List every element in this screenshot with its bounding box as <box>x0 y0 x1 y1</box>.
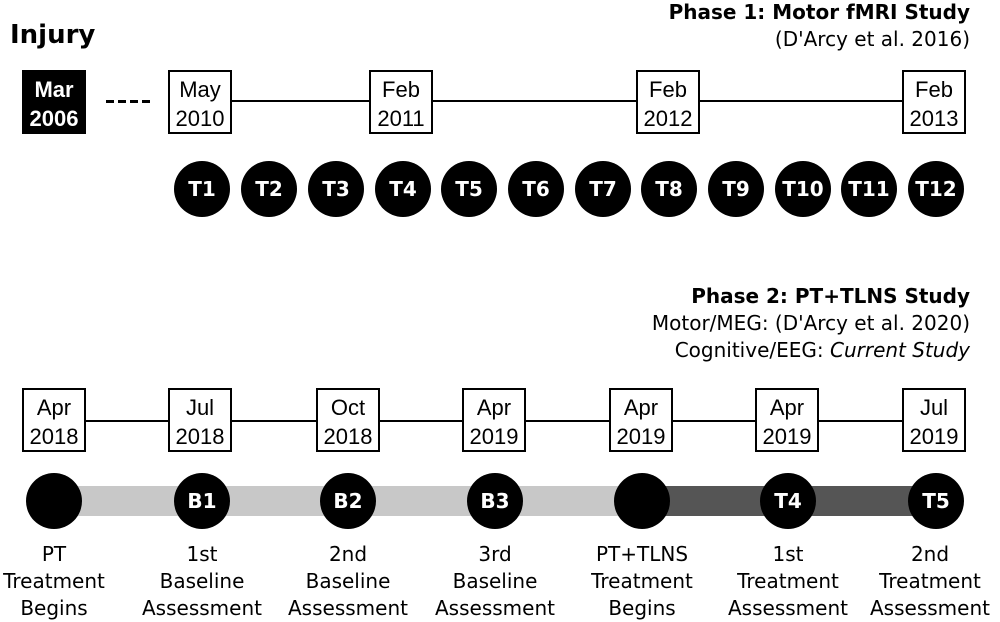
timepoint-circle: T6 <box>508 161 564 217</box>
phase2-date-box: Jul 2018 <box>168 388 232 452</box>
timepoint-circle: T10 <box>775 161 831 217</box>
phase1-date-month: Feb <box>382 77 420 102</box>
phase2-date-year: 2019 <box>469 424 519 449</box>
phase2-date-box: Apr 2019 <box>609 388 673 452</box>
ellipsis-dashes <box>106 100 152 103</box>
phase2-date-box: Oct 2018 <box>316 388 380 452</box>
timepoint-circle: T1 <box>174 161 230 217</box>
phase1-date-box: Feb 2012 <box>636 70 700 134</box>
label-line: Baseline <box>452 569 538 593</box>
phase2-marker: B1 <box>174 473 230 529</box>
phase2-date-month: Jul <box>919 395 949 420</box>
phase2-milestone-label: 1st Baseline Assessment <box>132 541 272 622</box>
phase1-date-year: 2010 <box>175 106 225 131</box>
phase2-date-month: Apr <box>623 395 659 420</box>
phase1-date-month: May <box>179 77 221 102</box>
label-line: PT <box>41 542 67 566</box>
phase2-date-month: Oct <box>330 395 366 420</box>
label-line: Assessment <box>288 596 408 620</box>
phase1-date-box: May 2010 <box>168 70 232 134</box>
label-line: Baseline <box>159 569 245 593</box>
phase1-date-year: 2012 <box>643 106 693 131</box>
timepoint-circle: T3 <box>308 161 364 217</box>
timepoint-circle: T11 <box>841 161 897 217</box>
phase2-cognitive-prefix: Cognitive/EEG: <box>674 338 830 362</box>
timepoint-circle: T5 <box>441 161 497 217</box>
label-line: Assessment <box>142 596 262 620</box>
phase2-date-box: Apr 2018 <box>22 388 86 452</box>
label-line: Begins <box>608 596 676 620</box>
label-line: Treatment <box>591 569 693 593</box>
phase2-milestone-label: 2nd Baseline Assessment <box>278 541 418 622</box>
phase1-date-year: 2013 <box>909 106 959 131</box>
phase1-timeline-line <box>200 100 936 102</box>
phase2-milestone-label: 3rd Baseline Assessment <box>425 541 565 622</box>
phase2-marker: B2 <box>320 473 376 529</box>
phase2-date-year: 2019 <box>616 424 666 449</box>
phase1-title: Phase 1: Motor fMRI Study <box>668 0 970 24</box>
label-line: Baseline <box>305 569 391 593</box>
label-line: Assessment <box>435 596 555 620</box>
phase2-marker: B3 <box>467 473 523 529</box>
phase2-date-month: Apr <box>769 395 805 420</box>
phase2-date-year: 2019 <box>762 424 812 449</box>
phase2-marker <box>26 473 82 529</box>
label-line: 2nd <box>910 542 950 566</box>
phase2-date-month: Apr <box>476 395 512 420</box>
phase2-date-box: Jul 2019 <box>902 388 966 452</box>
phase2-milestone-label: PT Treatment Begins <box>0 541 124 622</box>
timepoint-circle: T8 <box>641 161 697 217</box>
phase2-date-box: Apr 2019 <box>462 388 526 452</box>
injury-date-year: 2006 <box>29 106 79 131</box>
label-line: 1st <box>772 542 804 566</box>
phase2-date-year: 2018 <box>29 424 79 449</box>
phase2-motor-citation: Motor/MEG: (D'Arcy et al. 2020) <box>651 311 970 335</box>
phase2-marker: T4 <box>760 473 816 529</box>
phase1-date-month: Feb <box>915 77 953 102</box>
injury-title: Injury <box>10 20 96 50</box>
phase2-title: Phase 2: PT+TLNS Study <box>691 284 970 308</box>
label-line: Treatment <box>3 569 105 593</box>
label-line: 2nd <box>328 542 368 566</box>
label-line: Treatment <box>879 569 981 593</box>
phase2-current-study: Current Study <box>829 338 970 362</box>
label-line: Begins <box>20 596 88 620</box>
phase2-date-month: Jul <box>185 395 215 420</box>
phase2-marker <box>614 473 670 529</box>
phase1-date-month: Feb <box>649 77 687 102</box>
phase2-date-month: Apr <box>36 395 72 420</box>
timepoint-circle: T2 <box>241 161 297 217</box>
timepoint-circle: T4 <box>375 161 431 217</box>
label-line: Treatment <box>737 569 839 593</box>
phase1-date-year: 2011 <box>377 106 425 131</box>
label-line: Assessment <box>870 596 990 620</box>
phase1-date-box: Feb 2013 <box>902 70 966 134</box>
phase2-date-year: 2018 <box>175 424 225 449</box>
phase2-date-year: 2019 <box>909 424 959 449</box>
label-line: 3rd <box>478 542 512 566</box>
label-line: PT+TLNS <box>595 542 689 566</box>
phase2-milestone-label: 2nd Treatment Assessment <box>860 541 1000 622</box>
phase1-date-box: Feb 2011 <box>369 70 433 134</box>
injury-date-box: Mar 2006 <box>22 70 86 134</box>
injury-date-month: Mar <box>34 77 74 102</box>
timepoint-circle: T12 <box>908 161 964 217</box>
phase2-milestone-label: PT+TLNS Treatment Begins <box>572 541 712 622</box>
timepoint-circle: T9 <box>708 161 764 217</box>
label-line: Assessment <box>728 596 848 620</box>
timepoint-circle: T7 <box>575 161 631 217</box>
phase2-date-box: Apr 2019 <box>755 388 819 452</box>
phase2-cognitive-line: Cognitive/EEG: Current Study <box>675 338 970 362</box>
phase2-date-year: 2018 <box>323 424 373 449</box>
phase2-marker: T5 <box>908 473 964 529</box>
phase1-citation: (D'Arcy et al. 2016) <box>774 27 970 51</box>
phase2-milestone-label: 1st Treatment Assessment <box>718 541 858 622</box>
label-line: 1st <box>186 542 218 566</box>
